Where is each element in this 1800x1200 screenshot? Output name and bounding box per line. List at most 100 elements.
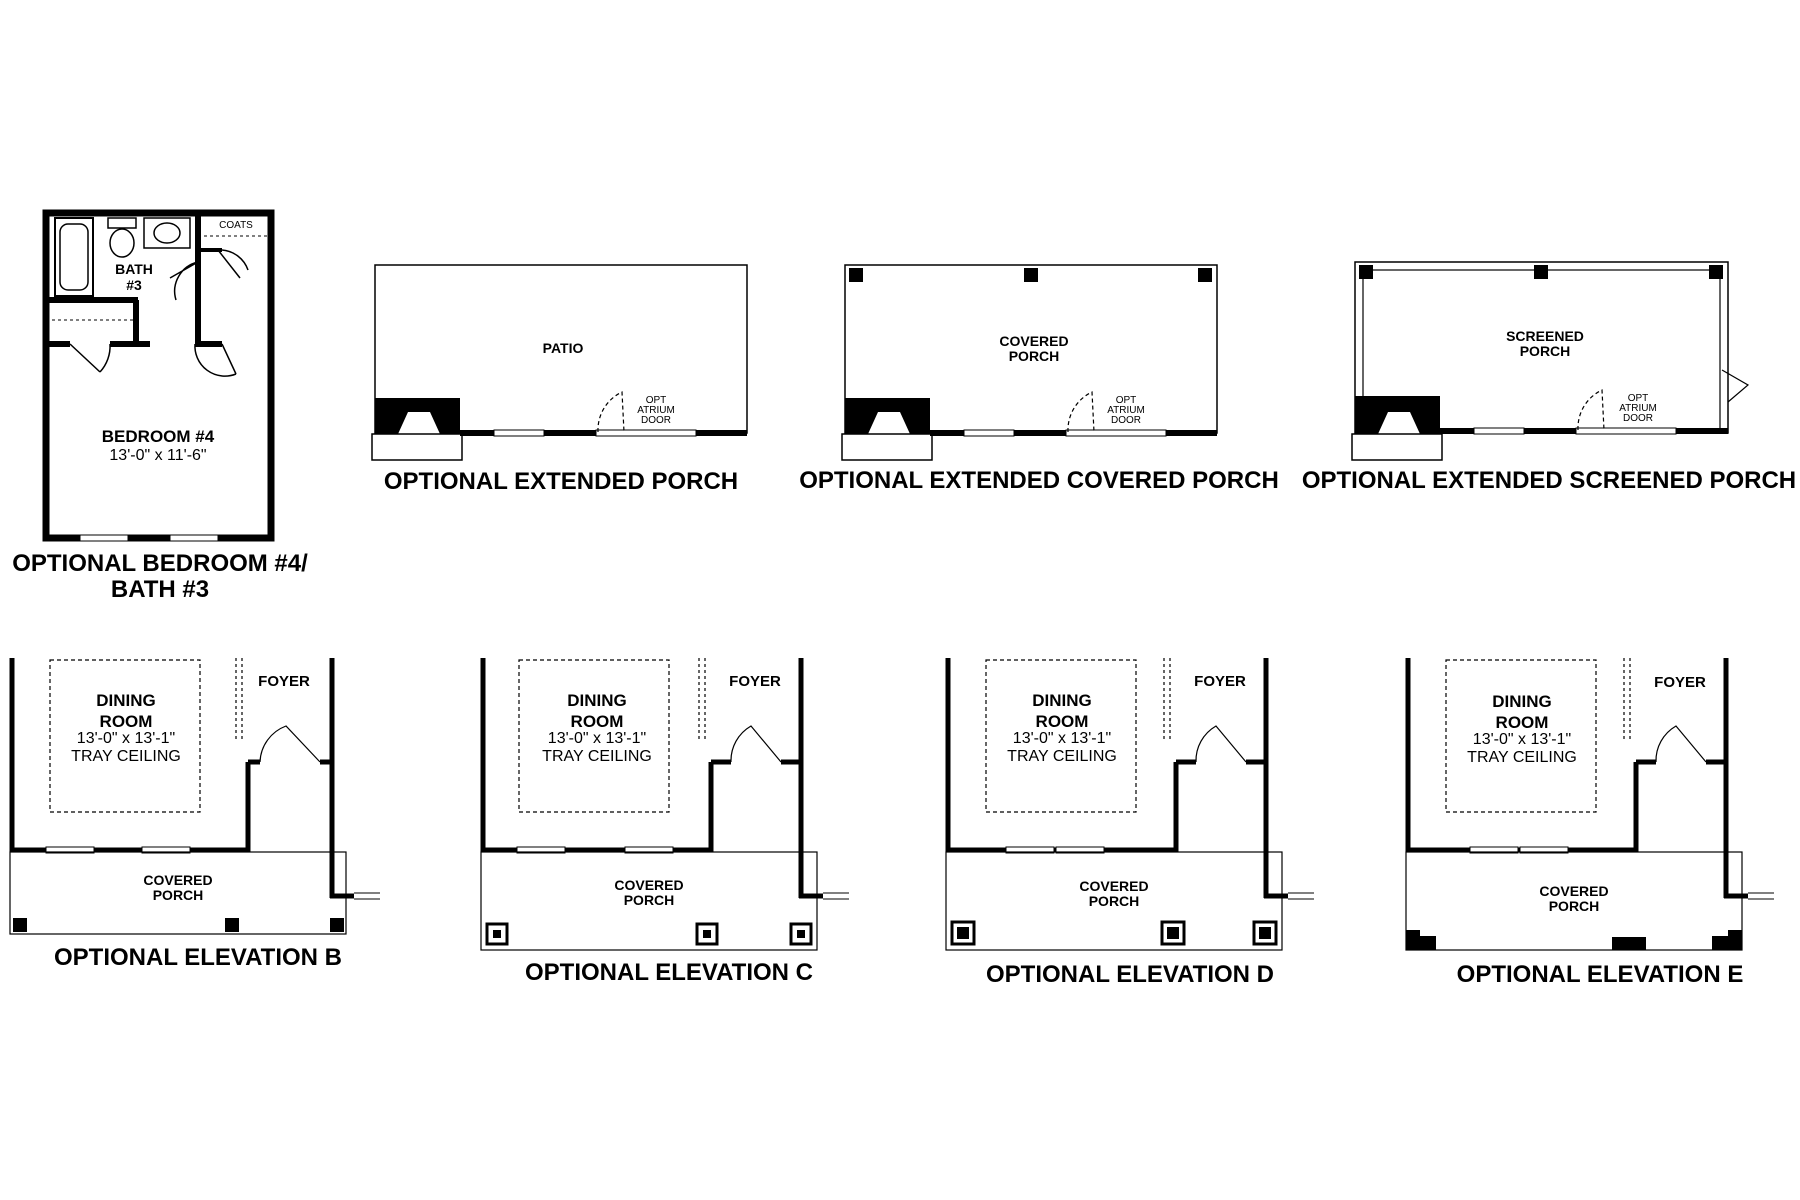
patio-atrium-door-swing xyxy=(597,391,625,433)
screened-atrium-door-swing xyxy=(1577,389,1605,431)
hearth xyxy=(1351,433,1443,461)
foyer-label: FOYER xyxy=(1194,673,1246,690)
tray-ceiling-outline xyxy=(518,659,670,813)
dining-label-2: ROOM xyxy=(571,712,624,731)
tray-ceiling-outline xyxy=(1445,659,1597,813)
plan-bedroom-4-bath-3: COATS BATH #3 BEDROOM #4 13'-0" x 11'-6"… xyxy=(12,209,308,603)
screened-door-label-3: DOOR xyxy=(1623,413,1653,424)
tray-ceiling-outline xyxy=(49,659,201,813)
plan-elevation-e: DINING ROOM 13'-0" x 13'-1" TRAY CEILING… xyxy=(1405,658,1774,988)
front-door-swing xyxy=(1195,725,1247,763)
bedroom-window-right xyxy=(169,534,219,542)
front-door-swing xyxy=(730,725,782,763)
bedroom-name: BEDROOM #4 xyxy=(102,427,215,446)
covered-porch-outline xyxy=(1405,851,1743,951)
plan-elevation-c: DINING ROOM 13'-0" x 13'-1" TRAY CEILING… xyxy=(480,658,849,986)
hearth xyxy=(841,433,933,461)
patio-door-label-1: OPT xyxy=(646,395,667,406)
post-right xyxy=(1709,265,1723,279)
dining-label-1: DINING xyxy=(96,691,156,710)
front-door-swing xyxy=(259,725,321,763)
plan-extended-porch: PATIO OPT ATRIUM DOOR OPTIONAL EXTENDED … xyxy=(371,264,748,495)
dining-window-left xyxy=(1005,846,1055,854)
porch-label-1: COVERED xyxy=(1539,883,1608,899)
dining-ceiling: TRAY CEILING xyxy=(71,748,181,765)
screened-room-label-1: SCREENED xyxy=(1506,328,1584,344)
patio-door-label-3: DOOR xyxy=(641,415,671,426)
screened-door-label-2: ATRIUM xyxy=(1619,403,1657,414)
porch-label-1: COVERED xyxy=(1079,878,1148,894)
porch-label-1: COVERED xyxy=(143,872,212,888)
porch-post-mid xyxy=(225,918,239,932)
screened-window xyxy=(1473,427,1525,435)
covered-room-label-2: PORCH xyxy=(1009,348,1060,364)
foyer-label: FOYER xyxy=(729,673,781,690)
porch-label-2: PORCH xyxy=(1549,898,1600,914)
dining-dimensions: 13'-0" x 13'-1" xyxy=(548,730,646,747)
post-left xyxy=(1359,265,1373,279)
dining-dimensions: 13'-0" x 13'-1" xyxy=(1473,731,1571,748)
bedroom-plan-title-line2: BATH #3 xyxy=(111,576,209,603)
covered-door-label-3: DOOR xyxy=(1111,415,1141,426)
dining-window-right xyxy=(141,846,191,854)
toilet-tank xyxy=(107,217,137,229)
dining-ceiling: TRAY CEILING xyxy=(1467,749,1577,766)
bath-label: BATH xyxy=(115,261,153,277)
porch-post-right-core xyxy=(797,930,805,938)
screened-atrium-door-opening xyxy=(1575,427,1677,435)
plan-elevation-b: DINING ROOM 13'-0" x 13'-1" TRAY CEILING… xyxy=(9,658,380,971)
hearth xyxy=(371,433,463,461)
extended-covered-porch-title: OPTIONAL EXTENDED COVERED PORCH xyxy=(799,467,1279,494)
covered-atrium-door-swing xyxy=(1067,391,1095,433)
covered-porch-outline xyxy=(9,851,347,935)
dining-ceiling: TRAY CEILING xyxy=(542,748,652,765)
post-mid xyxy=(1024,268,1038,282)
porch-post-right-core xyxy=(1259,927,1271,939)
post-mid xyxy=(1534,265,1548,279)
screen-door-swing xyxy=(1721,369,1750,403)
toilet-bowl xyxy=(109,228,135,258)
dining-label-2: ROOM xyxy=(1036,712,1089,731)
patio-door-label-2: ATRIUM xyxy=(637,405,675,416)
screened-room-label-2: PORCH xyxy=(1520,343,1571,359)
foyer-label: FOYER xyxy=(1654,674,1706,691)
bedroom-dimensions: 13'-0" x 11'-6" xyxy=(109,447,206,464)
porch-post-mid-core xyxy=(703,930,711,938)
dining-window-left xyxy=(1469,846,1519,854)
bathtub-inner xyxy=(59,223,89,291)
dining-ceiling: TRAY CEILING xyxy=(1007,748,1117,765)
extended-porch-title: OPTIONAL EXTENDED PORCH xyxy=(384,468,738,495)
post-right xyxy=(1198,268,1212,282)
porch-post-mid-core xyxy=(1167,927,1179,939)
porch-post-right xyxy=(1712,930,1742,950)
plan-extended-covered-porch: COVERED PORCH OPT ATRIUM DOOR OPTIONAL E… xyxy=(799,264,1279,494)
elevation-d-title: OPTIONAL ELEVATION D xyxy=(986,961,1274,988)
closet-door-swing xyxy=(69,343,111,373)
dining-window-left xyxy=(45,846,95,854)
porch-post-mid xyxy=(1612,937,1646,950)
porch-label-2: PORCH xyxy=(153,887,204,903)
dining-dimensions: 13'-0" x 13'-1" xyxy=(77,730,175,747)
porch-post-left-core xyxy=(957,927,969,939)
dining-window-right xyxy=(1055,846,1105,854)
bath-door-swing xyxy=(169,261,199,301)
porch-post-left xyxy=(13,918,27,932)
dining-dimensions: 13'-0" x 13'-1" xyxy=(1013,730,1111,747)
front-door-swing xyxy=(1655,725,1707,763)
bath-number-label: #3 xyxy=(126,277,142,293)
screened-door-label-1: OPT xyxy=(1628,393,1649,404)
fireplace-opening xyxy=(398,412,440,434)
plan-elevation-d: DINING ROOM 13'-0" x 13'-1" TRAY CEILING… xyxy=(945,658,1314,988)
covered-room-label-1: COVERED xyxy=(999,333,1068,349)
elevation-b-title: OPTIONAL ELEVATION B xyxy=(54,944,342,971)
bathtub xyxy=(54,217,94,297)
dining-window-right xyxy=(1519,846,1569,854)
patio-atrium-door-opening xyxy=(595,429,697,437)
plan-extended-screened-porch: SCREENED PORCH OPT ATRIUM DOOR OPTIONAL … xyxy=(1302,261,1796,494)
coats-door-swing xyxy=(217,249,249,279)
covered-door-label-1: OPT xyxy=(1116,395,1137,406)
bedroom-plan-outline xyxy=(42,209,275,542)
coats-label: COATS xyxy=(219,220,253,231)
bedroom-door-swing xyxy=(194,343,237,377)
